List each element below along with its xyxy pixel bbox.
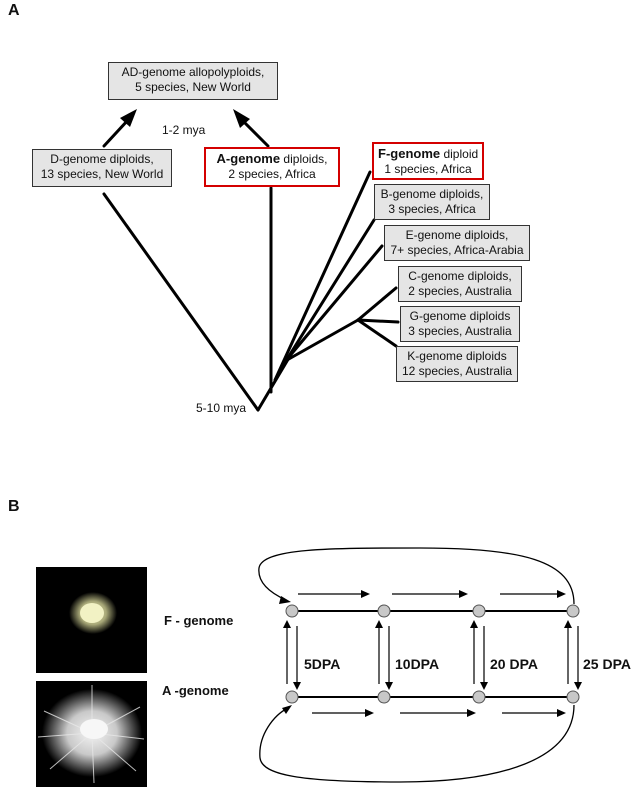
node-a-20: [472, 690, 486, 704]
arrowhead-d-ad: [120, 109, 137, 127]
timepoint-20dpa: 20 DPA: [490, 656, 538, 672]
panel-b-label: B: [8, 498, 20, 515]
branch-k: [356, 318, 398, 348]
box-e-line2: 7+ species, Africa-Arabia: [390, 243, 524, 257]
node-a-10: [377, 690, 391, 704]
panel-a-label: A: [8, 2, 20, 19]
box-a-bold: A-genome: [216, 151, 281, 166]
node-f-5: [285, 604, 299, 618]
branch-b: [277, 218, 376, 374]
node-a-5: [285, 690, 299, 704]
branch-stem: [256, 354, 292, 412]
f-genome-row-label: F - genome: [164, 613, 234, 628]
node-f-10: [377, 604, 391, 618]
branch-g: [356, 318, 400, 324]
loop-bottom: [259, 704, 575, 783]
box-f-line2: 1 species, Africa: [384, 162, 472, 176]
box-g-genome: G-genome diploids 3 species, Australia: [400, 306, 520, 342]
box-f-genome: F-genome diploid 1 species, Africa: [372, 142, 484, 180]
a-genome-row-label: A -genome: [162, 683, 229, 698]
arrowhead-a-ad: [233, 109, 250, 128]
node-f-20: [472, 604, 486, 618]
box-a-genome: A-genome diploids, 2 species, Africa: [204, 147, 340, 187]
box-a-rest: diploids,: [280, 152, 328, 166]
timepoint-25dpa: 25 DPA: [583, 656, 631, 672]
box-k-line2: 12 species, Australia: [401, 364, 513, 378]
box-e-genome: E-genome diploids, 7+ species, Africa-Ar…: [384, 225, 530, 261]
branch-f: [273, 170, 372, 382]
box-c-genome: C-genome diploids, 2 species, Australia: [398, 266, 522, 302]
box-f-bold: F-genome: [378, 146, 441, 161]
branch-aus: [285, 318, 360, 362]
age-recent-label: 1-2 mya: [162, 123, 206, 137]
box-ad-line1: AD-genome allopolyploids,: [121, 65, 265, 79]
arrow-d-ad: [102, 118, 130, 148]
box-ad-genome: AD-genome allopolyploids, 5 species, New…: [108, 62, 278, 100]
f-fiber-image: [69, 592, 117, 634]
node-a-25: [566, 690, 580, 704]
timepoint-5dpa: 5DPA: [304, 656, 341, 672]
f-genome-fiber-photo: [36, 567, 147, 673]
box-d-line2: 13 species, New World: [40, 167, 164, 181]
branch-c: [356, 286, 398, 322]
branch-d: [102, 192, 260, 412]
arrow-a-ad: [240, 118, 270, 148]
box-f-rest: diploid: [440, 147, 479, 161]
a-genome-fiber-photo: [36, 681, 147, 787]
timepoint-10dpa: 10DPA: [395, 656, 440, 672]
box-g-line1: G-genome diploids: [409, 309, 511, 323]
box-k-line1: K-genome diploids: [407, 349, 507, 363]
box-e-line1: E-genome diploids,: [405, 228, 509, 242]
node-f-25: [566, 604, 580, 618]
box-a-line2: 2 species, Africa: [228, 167, 316, 181]
loop-top: [258, 547, 575, 605]
box-c-line2: 2 species, Australia: [408, 284, 512, 298]
box-c-line1: C-genome diploids,: [408, 269, 512, 283]
branch-e: [281, 244, 384, 366]
box-b-line2: 3 species, Africa: [388, 202, 476, 216]
box-b-line1: B-genome diploids,: [380, 187, 484, 201]
a-fiber-image: [37, 685, 145, 784]
box-b-genome: B-genome diploids, 3 species, Africa: [374, 184, 490, 220]
box-d-line1: D-genome diploids,: [50, 152, 154, 166]
box-k-genome: K-genome diploids 12 species, Australia: [396, 346, 518, 382]
box-ad-line2: 5 species, New World: [135, 80, 251, 94]
box-g-line2: 3 species, Australia: [408, 324, 512, 338]
box-d-genome: D-genome diploids, 13 species, New World: [32, 149, 172, 187]
age-root-label: 5-10 mya: [196, 401, 247, 415]
